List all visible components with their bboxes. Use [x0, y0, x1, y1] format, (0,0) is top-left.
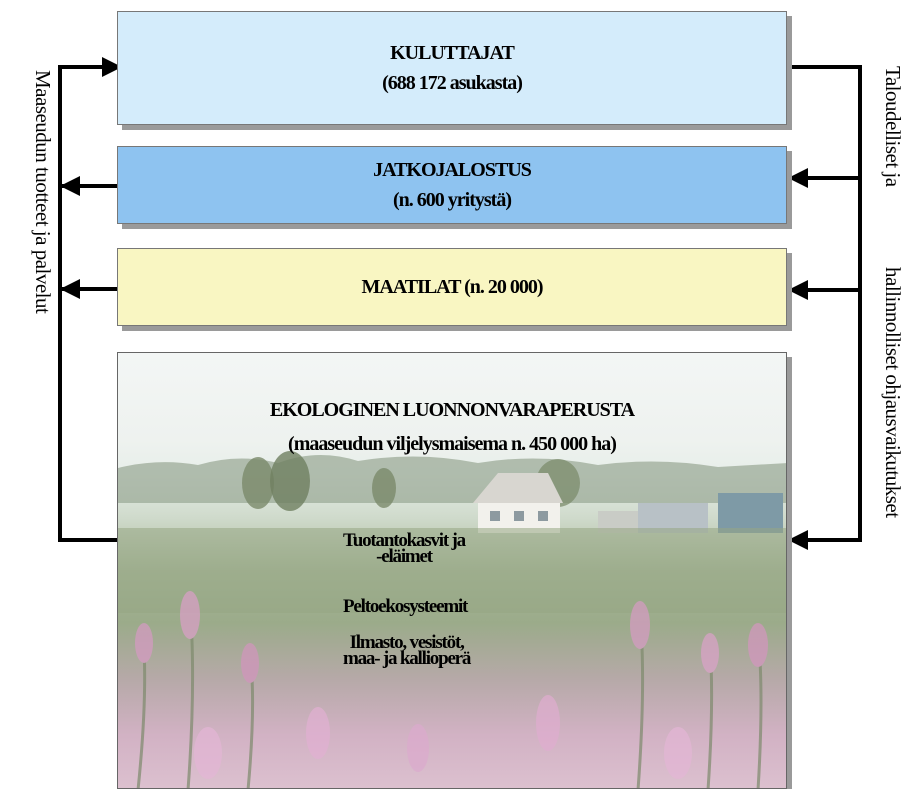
ecology-item-1: Tuotantokasvit ja -eläimet	[343, 530, 466, 567]
right-side-label-1: Taloudelliset ja	[881, 66, 905, 187]
left-side-label: Maaseudun tuotteet ja palvelut	[31, 70, 55, 314]
processing-title: JATKOJALOSTUS	[373, 159, 532, 181]
ecology-item-3: Ilmasto, vesistöt, maa- ja kallioperä	[343, 632, 471, 669]
right-side-label-2: hallinnolliset ohjausvaikutukset	[881, 267, 905, 518]
consumers-subtitle: (688 172 asukasta)	[382, 72, 523, 94]
ecology-title: EKOLOGINEN LUONNONVARAPERUSTA	[269, 399, 635, 421]
ecology-box: EKOLOGINEN LUONNONVARAPERUSTA (maaseudun…	[117, 352, 787, 789]
ecology-item-2: Peltoekosysteemit	[343, 596, 468, 617]
right-feedback-line	[787, 65, 862, 550]
farms-title: MAATILAT (n. 20 000)	[361, 276, 543, 298]
ecology-item-2-line1: Peltoekosysteemit	[343, 596, 468, 617]
ecology-item-1-line2: -eläimet	[376, 546, 433, 567]
landscape-photo	[118, 451, 786, 788]
processing-box: JATKOJALOSTUS (n. 600 yritystä)	[117, 146, 787, 224]
consumers-title: KULUTTAJAT	[390, 42, 515, 64]
ecology-subtitle: (maaseudun viljelysmaisema n. 450 000 ha…	[288, 433, 617, 455]
processing-subtitle: (n. 600 yritystä)	[393, 189, 512, 211]
left-feedback-line	[58, 57, 122, 542]
consumers-box: KULUTTAJAT (688 172 asukasta)	[117, 11, 787, 125]
farms-box: MAATILAT (n. 20 000)	[117, 248, 787, 326]
ecology-item-3-line2: maa- ja kallioperä	[343, 648, 471, 669]
ecology-item-1-line1: Tuotantokasvit ja	[343, 530, 466, 551]
ecology-item-3-line1: Ilmasto, vesistöt,	[349, 632, 465, 653]
